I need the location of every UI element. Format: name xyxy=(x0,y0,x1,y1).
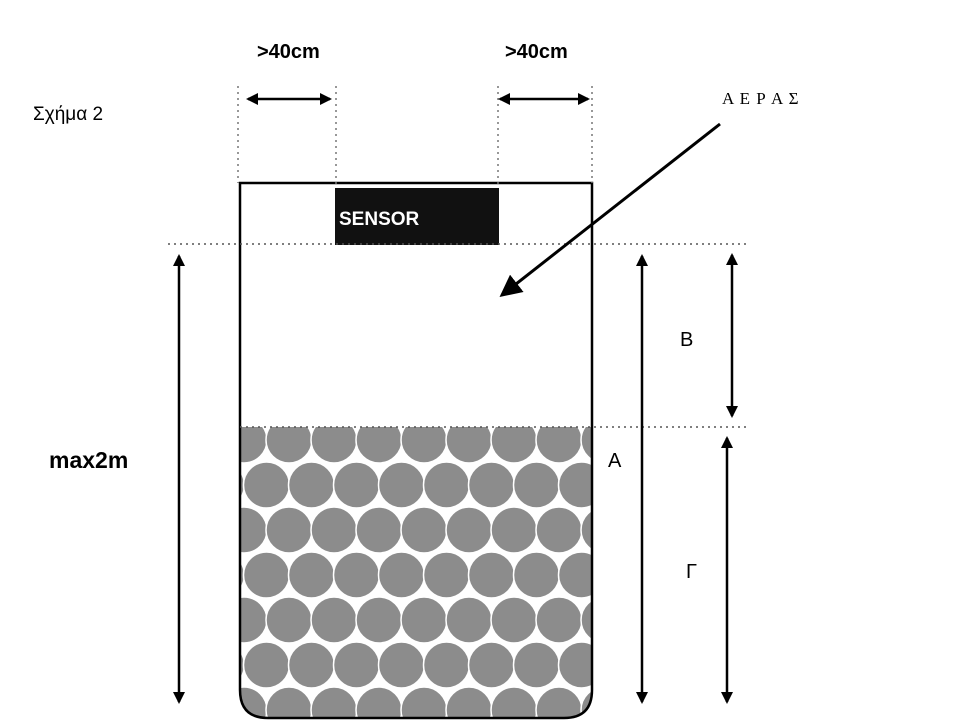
granule xyxy=(490,596,538,644)
granule xyxy=(490,506,538,554)
granule xyxy=(176,687,222,720)
dimension-a-label: A xyxy=(608,450,622,472)
granule xyxy=(422,551,471,599)
granule xyxy=(400,506,448,554)
granule xyxy=(400,427,448,464)
granule xyxy=(240,551,246,599)
granule xyxy=(242,461,291,509)
granule xyxy=(512,461,561,509)
granule xyxy=(377,551,426,599)
granule xyxy=(332,461,381,509)
dimension-b-label: B xyxy=(680,329,694,351)
level-guides xyxy=(168,243,748,428)
granule xyxy=(242,641,291,689)
granule xyxy=(265,596,313,644)
granule xyxy=(310,427,358,464)
granule xyxy=(287,641,336,689)
granule xyxy=(535,596,583,644)
granule xyxy=(580,506,592,554)
clearance-right-label: >40cm xyxy=(505,41,568,63)
granule xyxy=(377,641,426,689)
granule xyxy=(467,551,516,599)
granule xyxy=(287,461,336,509)
granule xyxy=(580,427,592,464)
granule xyxy=(445,506,493,554)
granule xyxy=(557,551,592,599)
granule xyxy=(332,641,381,689)
granule xyxy=(467,641,516,689)
granule xyxy=(580,686,592,718)
granule xyxy=(535,427,583,464)
clearance-guides xyxy=(237,86,593,188)
figure-label: Σχήμα 2 xyxy=(33,104,104,125)
granule xyxy=(176,507,222,553)
granular-material xyxy=(176,417,592,720)
granule xyxy=(445,596,493,644)
granule xyxy=(355,596,403,644)
air-label: Α Ε Ρ Α Σ xyxy=(722,89,800,108)
sensor-label: SENSOR xyxy=(339,209,420,230)
granule xyxy=(557,641,592,689)
granule xyxy=(240,427,268,464)
granule xyxy=(400,596,448,644)
granule xyxy=(355,506,403,554)
granule xyxy=(176,597,222,643)
granule xyxy=(512,551,561,599)
granule xyxy=(512,641,561,689)
granule xyxy=(240,506,268,554)
granule xyxy=(377,461,426,509)
granule xyxy=(240,461,246,509)
granule xyxy=(490,427,538,464)
clearance-left-label: >40cm xyxy=(257,41,320,63)
granule xyxy=(240,641,246,689)
max-height-label: max2m xyxy=(49,447,129,473)
granule xyxy=(580,596,592,644)
air-arrow xyxy=(499,122,721,297)
granule xyxy=(445,427,493,464)
granule xyxy=(535,506,583,554)
granule xyxy=(265,427,313,464)
granule xyxy=(310,506,358,554)
granule xyxy=(310,596,358,644)
granule xyxy=(355,427,403,464)
granule xyxy=(422,461,471,509)
granule xyxy=(287,551,336,599)
granule xyxy=(332,551,381,599)
granule xyxy=(242,551,291,599)
granule xyxy=(422,641,471,689)
bin-outline xyxy=(238,181,594,720)
dimension-c-label: Γ xyxy=(686,561,698,583)
granule xyxy=(265,506,313,554)
sensor-block xyxy=(335,188,499,245)
granule xyxy=(467,461,516,509)
granule xyxy=(240,596,268,644)
granule xyxy=(176,417,222,463)
granule xyxy=(557,461,592,509)
